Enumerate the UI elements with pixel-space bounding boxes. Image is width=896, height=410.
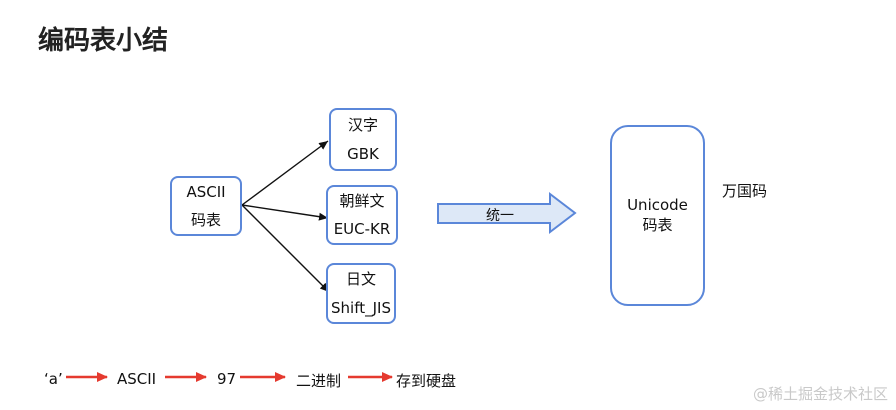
shift-jis-box: 日文 Shift_JIS — [326, 263, 396, 324]
euc-kr-box: 朝鲜文 EUC-KR — [326, 185, 398, 245]
arrow-to-gbk — [241, 140, 329, 206]
gbk-box-line1: 汉字 — [347, 116, 378, 134]
euc-kr-box-line2: EUC-KR — [333, 220, 391, 238]
shift-jis-box-line1: 日文 — [345, 270, 376, 288]
unify-arrow — [437, 191, 577, 235]
unicode-box-line1: Unicode — [627, 196, 688, 214]
ascii-code-table-box: ASCII 码表 — [170, 176, 242, 236]
gbk-box-line2: GBK — [347, 144, 379, 163]
gbk-box: 汉字 GBK — [329, 108, 397, 171]
watermark: @稀土掘金技术社区 — [752, 385, 888, 403]
slide-title: 编码表小结 — [38, 26, 169, 56]
shift-jis-box-line2: Shift_JIS — [331, 298, 391, 317]
flow-step-disk: 存到硬盘 — [396, 372, 457, 390]
flow-step-binary: 二进制 — [296, 372, 342, 390]
flow-step-97: 97 — [217, 370, 237, 388]
flow-step-char-a: ‘a’ — [44, 370, 63, 388]
arrow-to-shift-jis — [241, 204, 330, 293]
euc-kr-box-line1: 朝鲜文 — [339, 191, 385, 210]
arrow-to-euc-kr — [241, 204, 329, 221]
ascii-box-line1: ASCII — [186, 182, 226, 201]
flow-step-ascii: ASCII — [117, 370, 157, 388]
ascii-box-line2: 码表 — [190, 211, 221, 229]
unicode-code-table-box: Unicode 码表 — [610, 125, 705, 306]
unicode-note: 万国码 — [722, 182, 768, 200]
unify-label: 统一 — [486, 208, 514, 224]
unicode-box-line2: 码表 — [642, 215, 673, 234]
